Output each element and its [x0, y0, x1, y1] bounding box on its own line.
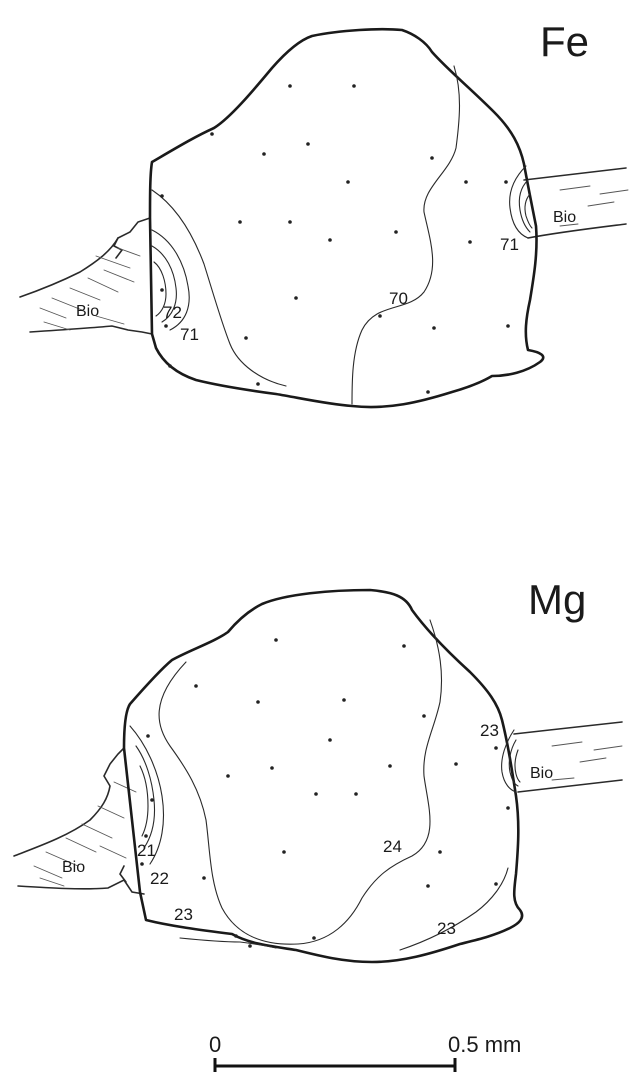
- fe-panel: Fe Bio Bio: [20, 18, 628, 407]
- fe-contour-71-left: 71: [180, 325, 199, 344]
- scale-bar: 0 0.5 mm: [209, 1032, 521, 1072]
- mg-left-biotite: Bio: [14, 748, 144, 894]
- mg-contour-24: 24: [383, 837, 402, 856]
- fe-contours: [152, 66, 532, 404]
- fe-right-bio-label: Bio: [553, 209, 576, 226]
- mg-element-label: Mg: [528, 576, 586, 623]
- mg-left-bio-label: Bio: [62, 859, 85, 876]
- fe-left-bio-label: Bio: [76, 303, 99, 320]
- mg-contour-23-left: 23: [174, 905, 193, 924]
- mg-right-biotite: Bio: [514, 722, 622, 792]
- mg-analysis-points: [140, 638, 510, 948]
- fe-element-label: Fe: [540, 18, 589, 65]
- scale-start-label: 0: [209, 1032, 221, 1057]
- fe-contour-70: 70: [389, 289, 408, 308]
- mg-right-bio-label: Bio: [530, 765, 553, 782]
- mg-panel: Mg Bio Bio: [14, 576, 622, 962]
- mg-contour-23-bottom: 23: [437, 919, 456, 938]
- mg-contour-21: 21: [137, 841, 156, 860]
- mg-contour-22: 22: [150, 869, 169, 888]
- fe-analysis-points: [160, 84, 510, 394]
- fe-contour-72: 72: [163, 303, 182, 322]
- fe-left-biotite: Bio: [20, 218, 152, 334]
- fe-contour-71-right: 71: [500, 235, 519, 254]
- mg-contours: [130, 620, 520, 950]
- mg-contour-23-right: 23: [480, 721, 499, 740]
- scale-end-label: 0.5 mm: [448, 1032, 521, 1057]
- fe-right-biotite: Bio: [524, 168, 628, 238]
- fe-grain-outline: [150, 29, 543, 407]
